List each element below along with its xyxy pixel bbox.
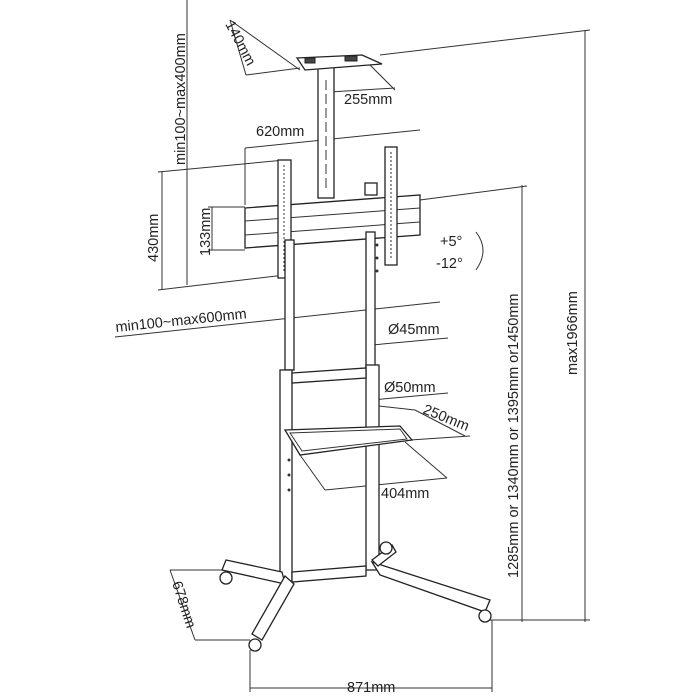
label-tilt-up: +5°: [440, 234, 462, 250]
label-max-height: max1966mm: [565, 291, 581, 375]
tv-bracket: [244, 146, 421, 279]
label-lower-pole-diameter: Ø50mm: [384, 380, 436, 396]
dimension-labels: 140mm min100~max400mm 255mm 620mm 430mm …: [115, 18, 581, 696]
label-vesa-width-range: min100~max600mm: [115, 306, 248, 336]
label-bracket-height: 430mm: [146, 214, 162, 262]
label-shelf-width: 404mm: [381, 486, 429, 502]
label-camera-shelf-depth: 140mm: [221, 18, 258, 68]
label-base-width: 871mm: [347, 680, 395, 696]
column: [279, 231, 380, 583]
label-camera-height-range: min100~max400mm: [173, 33, 189, 165]
av-shelf: [283, 425, 414, 456]
label-tilt-down: -12°: [436, 256, 463, 272]
label-rail-spacing: 133mm: [198, 208, 214, 256]
base: [219, 541, 492, 652]
label-shelf-depth: 250mm: [421, 402, 472, 435]
label-upper-pole-diameter: Ø45mm: [388, 322, 440, 338]
label-bracket-width: 620mm: [256, 124, 304, 140]
camera-shelf: [295, 54, 383, 199]
label-camera-shelf-width: 255mm: [344, 92, 392, 108]
label-base-depth: 678mm: [168, 579, 198, 630]
label-center-height-options: 1285mm or 1340mm or 1395mm or1450mm: [506, 294, 522, 578]
